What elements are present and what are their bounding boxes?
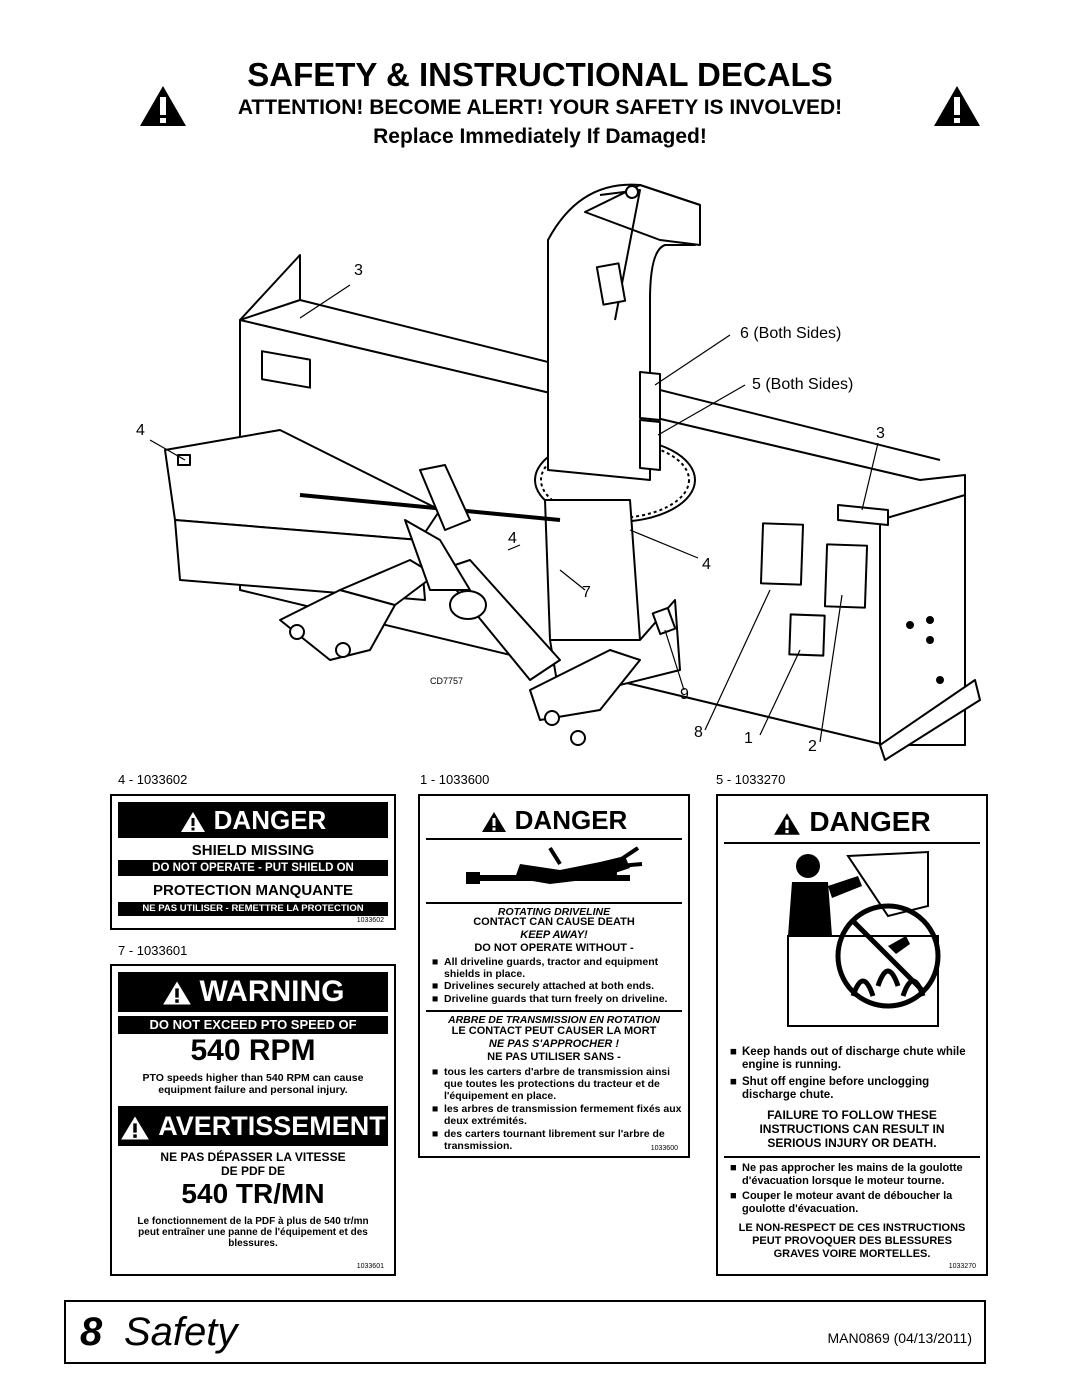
failure-warning: FAILURE TO FOLLOW THESE INSTRUCTIONS CAN… <box>759 1108 945 1150</box>
callout-3-right: 3 <box>876 425 885 442</box>
callout-5-both-sides: 5 (Both Sides) <box>752 376 854 393</box>
bullet-attached: Drivelines securely attached at both end… <box>432 980 682 992</box>
contact-mort-text: LE CONTACT PEUT CAUSER LA MORT <box>451 1025 657 1037</box>
decal-ref-1: 1 - 1033600 <box>420 772 490 787</box>
de-pdf-de-text: DE PDF DE <box>220 1164 285 1178</box>
page-number: 8 <box>80 1310 103 1354</box>
decal-pto-speed-warning: WARNING DO NOT EXCEED PTO SPEED OF 540 R… <box>110 964 396 1276</box>
replace-notice: Replace Immediately If Damaged! <box>373 125 707 148</box>
driveline-entanglement-pictogram <box>466 846 643 884</box>
page-footer: 8 Safety MAN0869 (04/13/2011) <box>64 1300 986 1364</box>
bullet-turn-freely: Driveline guards that turn freely on dri… <box>432 993 682 1005</box>
trmn-value: 540 TR/MN <box>181 1178 325 1209</box>
alert-triangle-icon <box>162 981 191 1005</box>
bullet-carters-libres: des carters tournant librement sur l'arb… <box>432 1128 682 1152</box>
ne-pas-utiliser-sans-text: NE PAS UTILISER SANS - <box>487 1051 621 1063</box>
callout-4-right: 4 <box>702 556 711 573</box>
callout-8: 8 <box>694 724 703 741</box>
bullet-guards: All driveline guards, tractor and equipm… <box>432 956 682 980</box>
do-not-operate-without-text: DO NOT OPERATE WITHOUT - <box>474 942 634 954</box>
bullet-carters: tous les carters d'arbre de transmission… <box>432 1066 682 1102</box>
alert-triangle-icon <box>121 1116 150 1140</box>
signal-word: DANGER <box>809 806 931 837</box>
bullet-shut-off-engine: Shut off engine before unclogging discha… <box>730 1076 980 1102</box>
callout-1: 1 <box>744 730 753 747</box>
callout-3-top: 3 <box>354 262 363 279</box>
avertissement-band: AVERTISSEMENT <box>118 1106 388 1146</box>
callout-7: 7 <box>582 584 591 601</box>
part-number: 1033602 <box>356 917 384 924</box>
callout-4-left: 4 <box>136 422 145 439</box>
ne-pas-approcher-text: NE PAS S'APPROCHER ! <box>488 1038 620 1050</box>
hand-in-chute-pictogram <box>787 850 941 1027</box>
pto-explanation: PTO speeds higher than 540 RPM can cause… <box>142 1072 364 1096</box>
ne-pas-utiliser-text: NE PAS UTILISER - REMETTRE LA PROTECTION <box>118 902 388 916</box>
signal-word: DANGER <box>213 805 327 835</box>
rpm-value: 540 RPM <box>190 1034 316 1067</box>
alert-triangle-icon <box>774 812 801 835</box>
protection-manquante-text: PROTECTION MANQUANTE <box>153 882 353 899</box>
safety-alert-line: ATTENTION! BECOME ALERT! YOUR SAFETY IS … <box>237 96 843 119</box>
pdf-explanation: Le fonctionnement de la PDF à plus de 54… <box>137 1216 369 1249</box>
decal-ref-5: 5 - 1033270 <box>716 772 786 787</box>
callout-6-both-sides: 6 (Both Sides) <box>740 325 842 342</box>
signal-word: WARNING <box>199 975 345 1008</box>
decal-discharge-chute: DANGER Keep hands out of discharge chute… <box>716 794 988 1276</box>
page-title: SAFETY & INSTRUCTIONAL DECALS <box>247 56 833 93</box>
warning-band: WARNING <box>118 972 388 1012</box>
bullet-keep-hands-out: Keep hands out of discharge chute while … <box>730 1046 980 1072</box>
callout-9: 9 <box>680 686 689 703</box>
decal-ref-4: 4 - 1033602 <box>118 772 188 787</box>
decal-shield-missing: DANGER SHIELD MISSING DO NOT OPERATE - P… <box>110 794 396 930</box>
alert-triangle-icon <box>180 812 205 833</box>
bullet-couper-moteur: Couper le moteur avant de déboucher la g… <box>730 1190 980 1216</box>
document-id: MAN0869 (04/13/2011) <box>827 1330 973 1346</box>
decal-ref-7: 7 - 1033601 <box>118 943 188 958</box>
part-number: 1033270 <box>948 1263 976 1270</box>
callout-4-center: 4 <box>508 530 517 547</box>
bullet-fixes: les arbres de transmission fermement fix… <box>432 1103 682 1127</box>
snowblower-illustration <box>149 183 981 761</box>
part-number: 1033600 <box>650 1145 678 1152</box>
danger-band: DANGER <box>118 802 388 838</box>
non-respect-warning: LE NON-RESPECT DE CES INSTRUCTIONS PEUT … <box>738 1222 966 1260</box>
part-number: 1033601 <box>356 1263 384 1270</box>
warning-triangle-icon-left <box>140 86 186 126</box>
signal-word-fr: AVERTISSEMENT <box>158 1111 386 1141</box>
section-title: Safety <box>124 1310 238 1354</box>
danger-band: DANGER <box>724 802 980 844</box>
alert-triangle-icon <box>481 812 506 833</box>
arbre-transmission-title: ARBRE DE TRANSMISSION EN ROTATION <box>426 1010 682 1026</box>
rotating-driveline-title: ROTATING DRIVELINE <box>426 902 682 918</box>
shield-missing-text: SHIELD MISSING <box>191 842 315 859</box>
bullet-ne-pas-approcher: Ne pas approcher les mains de la goulott… <box>730 1162 980 1188</box>
figure-code: CD7757 <box>430 676 464 686</box>
contact-death-text: CONTACT CAN CAUSE DEATH <box>473 916 635 928</box>
divider <box>724 1156 980 1158</box>
decal-rotating-driveline: DANGER ROTATING DRIVELINE CONTACT CAN CA… <box>418 794 690 1158</box>
keep-away-text: KEEP AWAY! <box>520 929 588 941</box>
callout-2: 2 <box>808 738 817 755</box>
danger-band: DANGER <box>426 802 682 840</box>
signal-word: DANGER <box>514 805 628 835</box>
do-not-exceed-text: DO NOT EXCEED PTO SPEED OF <box>118 1016 388 1034</box>
warning-triangle-icon-right <box>934 86 980 126</box>
do-not-operate-text: DO NOT OPERATE - PUT SHIELD ON <box>118 860 388 876</box>
ne-pas-depasser-text: NE PAS DÉPASSER LA VITESSE <box>160 1150 346 1164</box>
